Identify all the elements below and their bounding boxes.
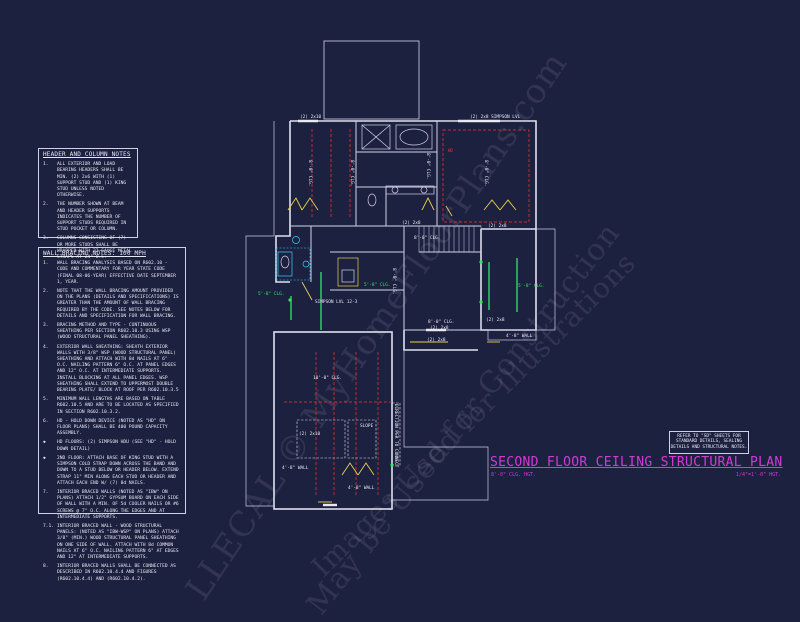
note-text: INTERIOR BRACED WALL - WOOD STRUCTURAL P…	[57, 523, 179, 560]
note-number: 3.	[43, 236, 49, 242]
note-item: 2. NOTE THAT THE WALL BRACING AMOUNT PROV…	[43, 289, 181, 320]
label-clg-hall: 8'-0" CLG.	[391, 268, 396, 295]
stair	[418, 225, 482, 253]
note-text: ALL EXTERIOR AND LOAD BEARING HEADERS SH…	[57, 162, 127, 199]
note-text: INTERIOR BRACED WALLS (NOTED AS "IBW" ON…	[57, 489, 179, 520]
note-item: 2. THE NUMBER SHOWN AT BEAM AND HEADER SU…	[43, 202, 133, 233]
label-clg-room1: 8'-0" CLG.	[307, 160, 312, 187]
note-number: 4.	[43, 344, 49, 350]
label-header-b: (2) 2x8	[427, 338, 446, 343]
label-clg-closet: 8'-0" CLG.	[428, 320, 455, 325]
hold-down-markers	[288, 260, 483, 467]
note-item: ◆ HD FLOORS: (2) SIMPSON HDU (SEE "HD" - …	[43, 440, 181, 452]
note-item: 6. HD - HOLD DOWN DEVICE (NOTED AS "HD" O…	[43, 419, 181, 438]
note-item: 1. ALL EXTERIOR AND LOAD BEARING HEADERS …	[43, 162, 133, 199]
label-simpson: SIMPSON LVL 12-3	[315, 300, 358, 305]
note-number: 5.	[43, 397, 49, 403]
header-notes-title: HEADER AND COLUMN NOTES	[43, 151, 131, 158]
label-2x10: (2) 2x10	[299, 432, 321, 437]
wall-bracing-notes: WALL BRACING NOTES: 100 MPH 1. WALL BRACI…	[38, 247, 186, 582]
reference-note: REFER TO "SD" SHEETS FOR STANDARD DETAIL…	[670, 434, 748, 450]
label-clg-room2: 8'-0" CLG.	[349, 160, 354, 187]
note-number: 1.	[43, 162, 49, 168]
note-text: THE NUMBER SHOWN AT BEAM AND HEADER SUPP…	[57, 202, 127, 233]
label-header-e: (2) 2x8	[430, 326, 449, 331]
note-text: HD - HOLD DOWN DEVICE (NOTED AS "HD" ON …	[57, 418, 168, 437]
label-clg-bonus: 10'-0" CLG.	[313, 376, 343, 381]
reference-note-box: REFER TO "SD" SHEETS FOR STANDARD DETAIL…	[669, 431, 749, 454]
label-slope: SLOPE	[360, 424, 374, 429]
note-text: EXTERIOR WALL SHEATHING: SHEATH EXTERIOR…	[57, 344, 179, 394]
label-header-c: (2) 2x8	[488, 224, 507, 229]
braced-walls	[290, 258, 518, 330]
note-text: HD FLOORS: (2) SIMPSON HDU (SEE "HD" - H…	[57, 440, 176, 452]
note-item: ◆ 2ND FLOOR: ATTACH BASE OF KING STUD WIT…	[43, 456, 181, 487]
label-floor-note: DIRECTION PER TO CONNECT	[393, 404, 398, 468]
note-text: WALL BRACING ANALYSIS BASED ON R602.10 -…	[57, 261, 176, 285]
label-green-clg-a: 5'-8" CLG.	[518, 284, 545, 289]
bracing-notes-list: 1. WALL BRACING ANALYSIS BASED ON R602.10…	[43, 261, 181, 583]
note-number: ◆	[43, 440, 46, 446]
note-number: 2.	[43, 202, 49, 208]
note-item: 3. BRACING METHOD AND TYPE - CONTINUOUS S…	[43, 323, 181, 342]
note-text: MINIMUM WALL LENGTHS ARE BASED ON TABLE …	[57, 397, 179, 415]
note-item: 7. INTERIOR BRACED WALLS (NOTED AS "IBW" …	[43, 490, 181, 521]
lower-floor-outline	[245, 121, 556, 507]
note-number: 1.	[43, 261, 49, 267]
label-clg-bath: 8'-0" CLG.	[425, 153, 430, 180]
label-header-d: (2) 2x8	[486, 318, 505, 323]
plan-title: SECOND FLOOR CEILING STRUCTURAL PLAN	[490, 455, 783, 470]
note-text: INTERIOR BRACED WALLS SHALL BE CONNECTED…	[57, 564, 176, 582]
note-number: 7.1.	[43, 523, 55, 529]
label-header-top-right: (2) 2x8 SIMPSON LVL	[470, 115, 521, 120]
bracing-notes-title: WALL BRACING NOTES: 100 MPH	[43, 250, 146, 257]
headers	[298, 119, 500, 507]
label-clg-landing: 8'-0" CLG.	[414, 236, 441, 241]
attic-outline	[323, 40, 420, 120]
note-text: COLUMNS CONSISTING OF (7) OR MORE STUDS …	[57, 236, 132, 261]
floor-plan-drawing: HD	[245, 40, 556, 510]
ceiling-joists	[284, 129, 530, 495]
header-notes-list: 1. ALL EXTERIOR AND LOAD BEARING HEADERS …	[43, 162, 133, 261]
plan-scale: 1/4"=1'-0" HGT.	[736, 472, 782, 478]
note-text: BRACING METHOD AND TYPE - CONTINUOUS SHE…	[57, 323, 171, 341]
label-green-clg-b: 5'-8" CLG.	[258, 292, 285, 297]
label-wall-a: 4'-8" WALL	[282, 466, 309, 471]
exterior-walls	[273, 120, 537, 510]
note-text: NOTE THAT THE WALL BRACING AMOUNT PROVID…	[57, 289, 179, 319]
ceiling-details	[296, 402, 401, 466]
note-number: 8.	[43, 564, 49, 570]
label-clg-master: 8'-0" CLG.	[483, 160, 488, 187]
note-number: ◆	[43, 455, 46, 461]
note-number: 7.	[43, 489, 49, 495]
note-number: 6.	[43, 418, 49, 424]
bath-fixtures	[277, 124, 435, 287]
note-item: 1. WALL BRACING ANALYSIS BASED ON R602.10…	[43, 261, 181, 286]
note-number: 3.	[43, 323, 49, 329]
label-green-clg-c: 5'-8" CLG.	[364, 283, 391, 288]
note-text: 2ND FLOOR: ATTACH BASE OF KING STUD WITH…	[57, 455, 179, 486]
label-wall-c: 4'-8" WALL	[506, 334, 533, 339]
label-header-top-left: (2) 2x10	[300, 115, 322, 120]
note-number: 2.	[43, 289, 49, 295]
plan-subtitle: 8'-0" CLG. HGT.	[491, 472, 537, 478]
note-item: 7.1.INTERIOR BRACED WALL - WOOD STRUCTUR…	[43, 524, 181, 561]
note-item: 5. MINIMUM WALL LENGTHS ARE BASED ON TABL…	[43, 397, 181, 416]
label-wall-b: 4'-8" WALL	[348, 486, 375, 491]
door-swings	[287, 196, 517, 503]
note-item: 4. EXTERIOR WALL SHEATHING: SHEATH EXTERI…	[43, 345, 181, 395]
note-item: 3. COLUMNS CONSISTING OF (7) OR MORE STUD…	[43, 236, 133, 261]
header-column-notes: HEADER AND COLUMN NOTES 1. ALL EXTERIOR A…	[38, 148, 138, 260]
label-header-a: (2) 2x8	[402, 221, 421, 226]
hd-marker-label: HD	[448, 148, 453, 153]
note-item: 8. INTERIOR BRACED WALLS SHALL BE CONNECT…	[43, 564, 181, 583]
